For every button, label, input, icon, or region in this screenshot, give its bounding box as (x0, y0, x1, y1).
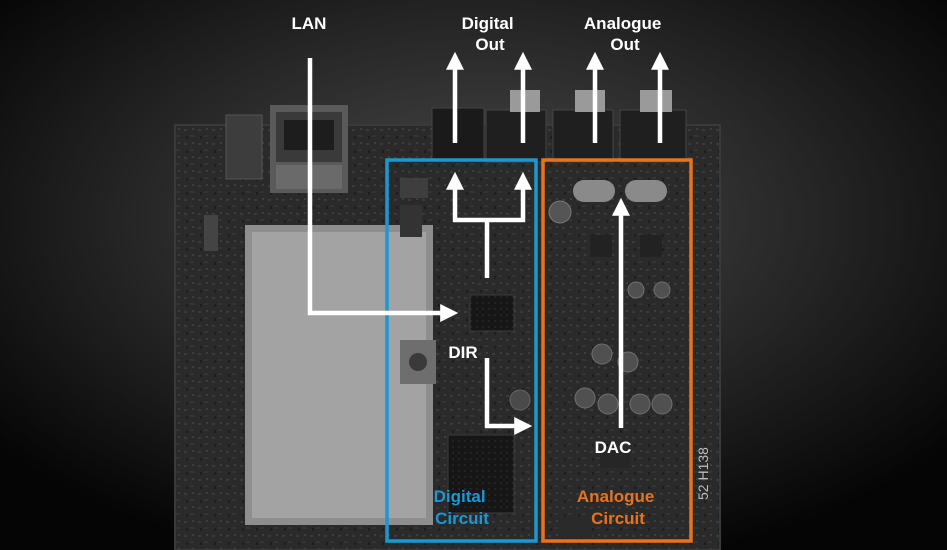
signal-arrows (307, 51, 669, 435)
dir-chip (469, 294, 515, 332)
digital-circuit-label: Digital Circuit (434, 487, 491, 528)
analogue-circuit-label: Analogue Circuit (577, 487, 659, 528)
digital-circuit-box (385, 158, 538, 543)
pcb-board: 52 H138 (174, 90, 721, 550)
dac-label: DAC (595, 438, 632, 457)
output-jacks (431, 90, 687, 163)
lan-label: LAN (292, 14, 327, 33)
digital-out-label: Digital Out (462, 14, 519, 54)
analogue-circuit-box (541, 158, 693, 543)
dir-to-dac-arrow (484, 358, 533, 435)
main-processor-chip (447, 434, 515, 514)
dir-label: DIR (448, 343, 477, 362)
dir-to-digital-out-branch-left (446, 171, 487, 223)
analogue-out-label: Analogue Out (584, 14, 666, 54)
header-connector (225, 114, 263, 180)
dir-to-digital-out-branch-right (487, 171, 532, 223)
board-marking: 52 H138 (695, 447, 711, 500)
lan-to-dir-arrow (307, 58, 459, 322)
